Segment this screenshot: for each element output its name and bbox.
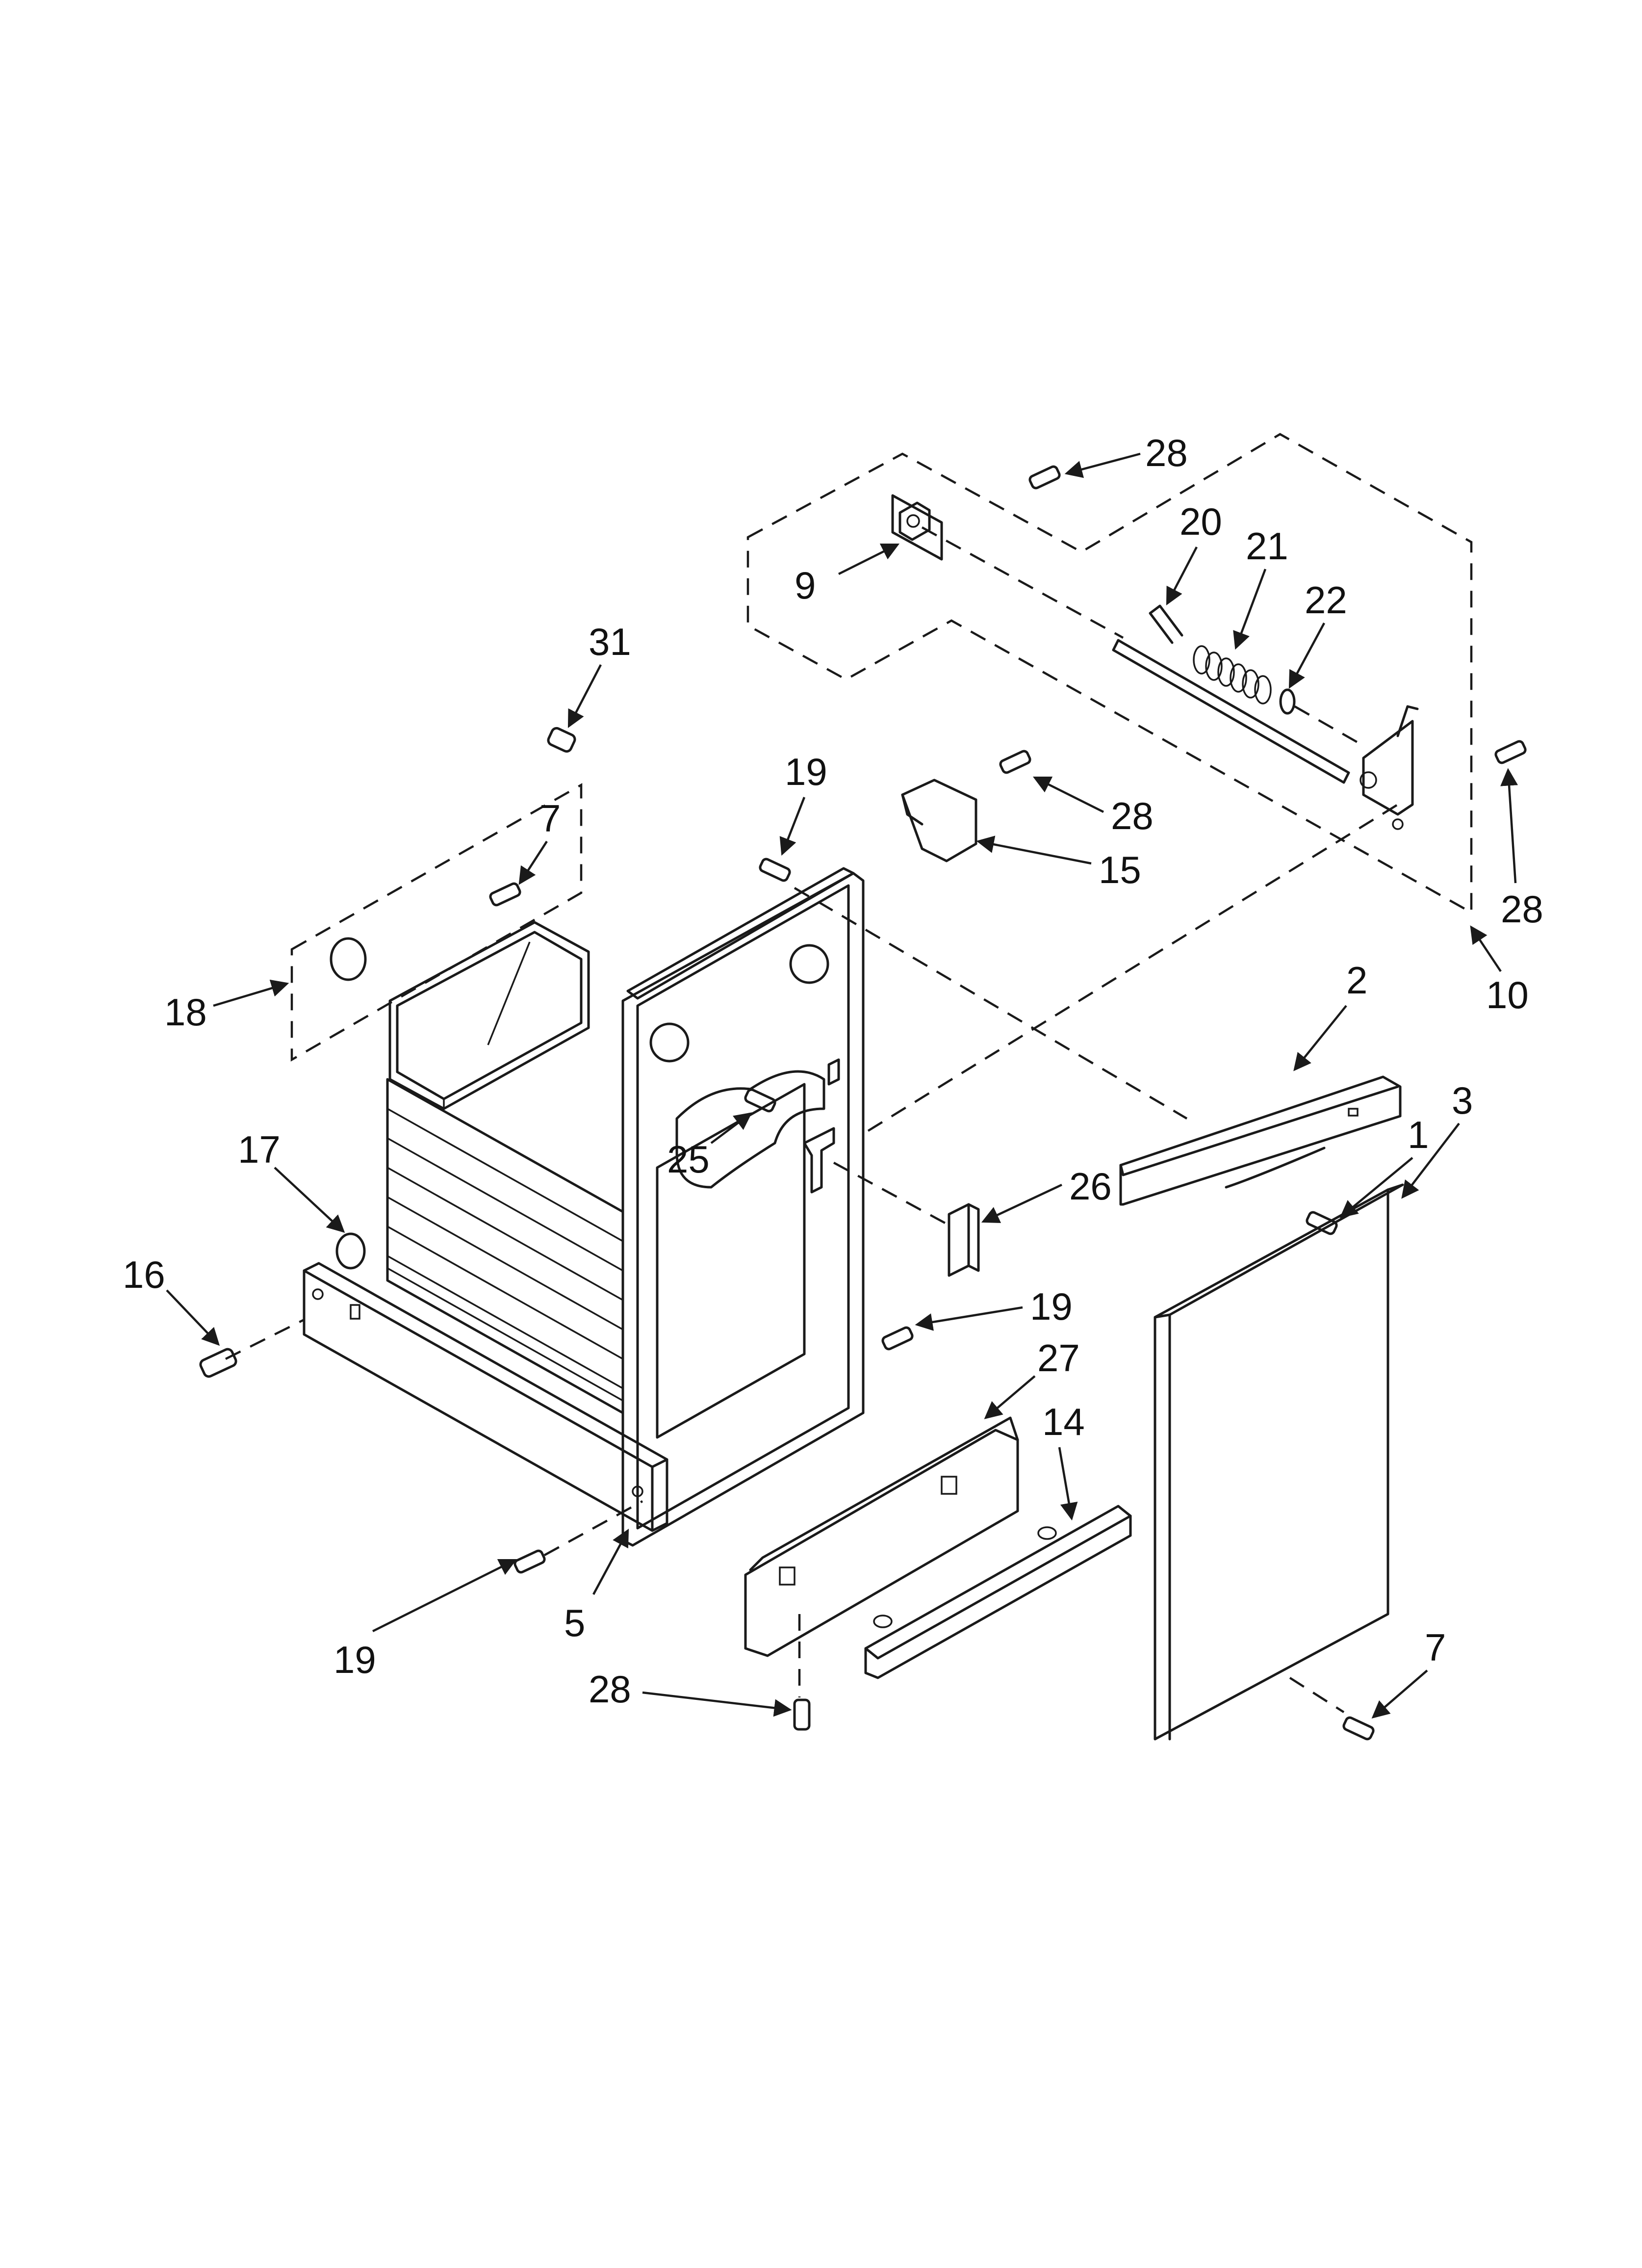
leader-9 <box>838 543 900 575</box>
leader-1 <box>1339 1157 1413 1218</box>
leader-17 <box>274 1167 345 1233</box>
callout-2: 2 <box>1346 959 1367 1002</box>
callout-7b: 7 <box>1425 1626 1446 1669</box>
leader-2 <box>1293 1005 1347 1071</box>
guide-line-b <box>867 804 1399 1132</box>
callout-3: 3 <box>1452 1079 1473 1122</box>
leader-31 <box>567 664 602 728</box>
leader-28d <box>642 1691 792 1717</box>
hinge-axis-line <box>921 526 1124 639</box>
callout-16: 16 <box>123 1253 165 1296</box>
leader-15 <box>976 835 1092 865</box>
screw-31 <box>547 727 576 753</box>
leader-21 <box>1233 569 1267 650</box>
nut-17 <box>335 1232 366 1270</box>
leader-28a <box>1064 452 1141 478</box>
leader-16 <box>166 1289 220 1346</box>
screw-19-top <box>759 858 791 882</box>
callout-19b: 19 <box>1030 1285 1073 1328</box>
callout-18: 18 <box>164 991 207 1034</box>
bracket-26 <box>948 1203 980 1277</box>
callout-5: 5 <box>564 1601 585 1644</box>
callout-22: 22 <box>1305 578 1347 622</box>
callout-28c: 28 <box>1501 887 1543 931</box>
callout-27: 27 <box>1037 1336 1080 1380</box>
callout-10: 10 <box>1486 973 1529 1017</box>
callout-15: 15 <box>1099 848 1141 891</box>
leader-10 <box>1470 925 1502 972</box>
callout-7a: 7 <box>539 797 561 840</box>
knob-18 <box>330 937 367 981</box>
leader-7b <box>1371 1669 1428 1719</box>
leader-18 <box>213 979 289 1007</box>
rod-axis-line <box>1294 705 1364 747</box>
leader-3 <box>1401 1122 1460 1199</box>
callout-17: 17 <box>238 1128 281 1171</box>
leader-19b <box>915 1306 1023 1331</box>
screw-28-bottom <box>793 1698 811 1731</box>
callout-25: 25 <box>667 1138 710 1181</box>
guide-line-c <box>833 1162 952 1227</box>
screw-19-low <box>513 1549 546 1574</box>
callout-28b: 28 <box>1111 794 1154 837</box>
kit-boundary-10 <box>746 433 1473 914</box>
screw-7-upper <box>489 882 521 907</box>
screw-25 <box>744 1088 776 1113</box>
callout-19a: 19 <box>785 750 827 793</box>
leader-20 <box>1166 546 1198 605</box>
leader-19c <box>372 1559 517 1633</box>
kit-boundary-18 <box>290 783 583 1062</box>
screw-1 <box>1306 1211 1338 1235</box>
leader-5 <box>592 1529 629 1595</box>
callout-26: 26 <box>1069 1165 1112 1208</box>
washer-22 <box>1279 688 1296 715</box>
screw-28-top <box>1028 465 1061 490</box>
hinge-rod-20 <box>1112 604 1419 830</box>
callout-19c: 19 <box>334 1638 376 1681</box>
leader-26 <box>981 1183 1062 1223</box>
screw-19-mid <box>881 1326 914 1351</box>
callout-28d: 28 <box>589 1668 631 1711</box>
guide-line-f <box>543 1500 643 1556</box>
leader-27 <box>984 1375 1036 1419</box>
callout-20: 20 <box>1180 500 1222 543</box>
screw-16 <box>199 1348 237 1378</box>
callout-9: 9 <box>795 564 816 607</box>
screw-28-bracket <box>999 750 1031 774</box>
callout-31: 31 <box>589 620 631 663</box>
callout-21: 21 <box>1246 524 1288 568</box>
bracket-15 <box>901 779 977 862</box>
door-top-trim-2 <box>1119 1075 1402 1206</box>
guide-line-g <box>1289 1677 1345 1713</box>
leader-7a <box>518 840 548 885</box>
door-panel-3 <box>1154 1183 1404 1741</box>
leader-28b <box>1032 776 1104 813</box>
leader-22 <box>1288 622 1325 689</box>
cabinet-frame <box>386 867 865 1547</box>
leader-14 <box>1058 1447 1078 1521</box>
screw-7-lower <box>1342 1716 1375 1741</box>
leader-19a <box>779 797 806 856</box>
callout-28a: 28 <box>1145 431 1188 474</box>
kick-plate-27 <box>744 1416 1019 1657</box>
base-rail-5 <box>303 1262 668 1532</box>
leader-28c <box>1500 768 1518 884</box>
hinge-bracket-9 <box>891 494 943 561</box>
callout-1: 1 <box>1408 1113 1429 1156</box>
callout-14: 14 <box>1042 1400 1085 1443</box>
spring-21 <box>1193 645 1272 704</box>
screw-28-right <box>1494 740 1527 764</box>
guide-line-e <box>225 1318 305 1360</box>
guide-line-a <box>794 887 1188 1120</box>
door-bottom-trim-14 <box>864 1505 1132 1679</box>
leader-25 <box>710 1112 752 1144</box>
